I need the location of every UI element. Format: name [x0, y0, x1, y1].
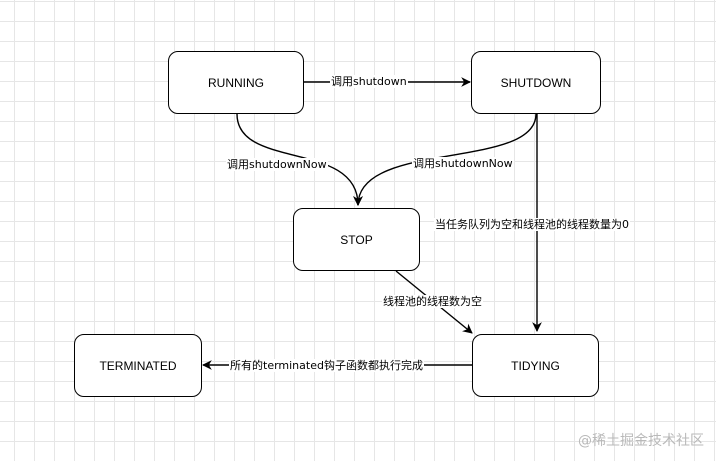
state-terminated-label: TERMINATED — [99, 358, 177, 373]
state-stop-label: STOP — [340, 232, 373, 247]
edge-label-stop-tidying: 线程池的线程数为空 — [382, 295, 483, 308]
state-running[interactable]: RUNNING — [168, 51, 304, 114]
state-stop[interactable]: STOP — [293, 208, 420, 271]
state-shutdown[interactable]: SHUTDOWN — [471, 51, 601, 114]
edge-label-running-shutdown: 调用shutdown — [330, 75, 408, 88]
edge-label-shutdown-tidying: 当任务队列为空和线程池的线程数量为0 — [434, 218, 630, 231]
state-terminated[interactable]: TERMINATED — [74, 334, 202, 397]
edge-label-running-stop: 调用shutdownNow — [226, 158, 328, 171]
state-tidying-label: TIDYING — [511, 358, 560, 373]
state-running-label: RUNNING — [208, 75, 264, 90]
watermark: @稀土掘金技术社区 — [578, 433, 704, 449]
edge-shutdown-stop — [353, 113, 537, 206]
edge-label-shutdown-stop: 调用shutdownNow — [412, 157, 514, 170]
state-tidying[interactable]: TIDYING — [472, 334, 599, 397]
state-shutdown-label: SHUTDOWN — [500, 75, 572, 90]
edge-label-tidying-terminated: 所有的terminated钩子函数都执行完成 — [229, 359, 424, 372]
edge-running-stop — [236, 113, 363, 206]
